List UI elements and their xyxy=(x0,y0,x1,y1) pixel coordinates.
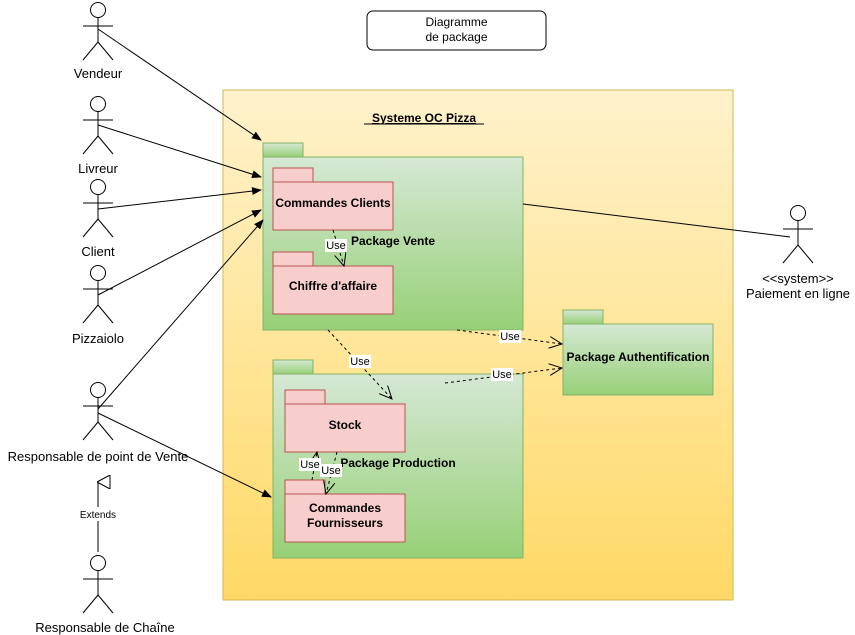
association-client xyxy=(97,187,262,210)
association-vendeur xyxy=(97,28,262,141)
use-labels: Use Use Use Use Use Use xyxy=(299,239,521,477)
chiffre-affaire-label: Chiffre d'affaire xyxy=(289,279,378,293)
actor-associations xyxy=(97,28,791,498)
package-authentification-label: Package Authentification xyxy=(567,350,710,364)
extends-relation: Extends xyxy=(76,482,120,552)
use-label-2: Use xyxy=(500,331,520,343)
actor-paiement-stereotype: <<system>> xyxy=(762,271,834,286)
commandes-fournisseurs-label-1: Commandes xyxy=(309,501,381,515)
actor-responsable-chaine-label: Responsable de Chaîne xyxy=(35,620,175,635)
actor-responsable-vente-label: Responsable de point de Vente xyxy=(8,449,189,464)
title-line-1: Diagramme xyxy=(425,15,487,29)
use-stock-to-fournisseurs xyxy=(326,451,338,494)
package-commandes-clients: Commandes Clients xyxy=(272,167,394,231)
package-commandes-fournisseurs: Commandes Fournisseurs xyxy=(284,479,406,543)
actors xyxy=(82,2,814,614)
actor-pizzaiolo xyxy=(82,265,114,324)
actor-livreur xyxy=(82,96,114,155)
package-stock: Stock xyxy=(284,389,406,453)
title-box: Diagramme de package xyxy=(366,10,547,51)
actor-client xyxy=(82,179,114,238)
use-production-to-authentification xyxy=(444,368,562,384)
use-label-6: Use xyxy=(321,465,341,477)
use-vente-to-production xyxy=(327,329,392,399)
package-authentification: Package Authentification xyxy=(562,309,714,396)
association-pizzaiolo xyxy=(97,209,262,296)
commandes-fournisseurs-label-2: Fournisseurs xyxy=(307,516,383,530)
actor-paiement-label: Paiement en ligne xyxy=(746,286,850,301)
actor-paiement xyxy=(782,205,814,264)
commandes-clients-label: Commandes Clients xyxy=(275,196,391,210)
actor-responsable-chaine xyxy=(82,555,114,614)
association-responsable-vente-production xyxy=(97,412,272,498)
extends-label: Extends xyxy=(80,510,116,521)
actor-pizzaiolo-label: Pizzaiolo xyxy=(72,331,124,346)
stock-label: Stock xyxy=(329,418,362,432)
actor-vendeur xyxy=(82,2,114,61)
use-label-5: Use xyxy=(300,459,320,471)
association-responsable-vente-vente xyxy=(97,219,264,410)
association-paiement xyxy=(522,203,791,238)
use-label-4: Use xyxy=(492,369,512,381)
use-label-3: Use xyxy=(350,356,370,368)
actor-labels: Vendeur Livreur Client Pizzaiolo Respons… xyxy=(8,66,850,635)
association-livreur xyxy=(97,124,262,179)
actor-responsable-vente xyxy=(82,382,114,441)
package-vente-label: Package Vente xyxy=(351,234,435,248)
system-title: Systeme OC Pizza xyxy=(372,111,476,125)
package-production-label: Package Production xyxy=(340,456,455,470)
use-label-1: Use xyxy=(326,240,346,252)
actor-livreur-label: Livreur xyxy=(78,161,118,176)
actor-vendeur-label: Vendeur xyxy=(74,66,123,81)
actor-client-label: Client xyxy=(81,244,115,259)
package-chiffre-affaire: Chiffre d'affaire xyxy=(272,251,394,315)
title-line-2: de package xyxy=(425,30,487,44)
